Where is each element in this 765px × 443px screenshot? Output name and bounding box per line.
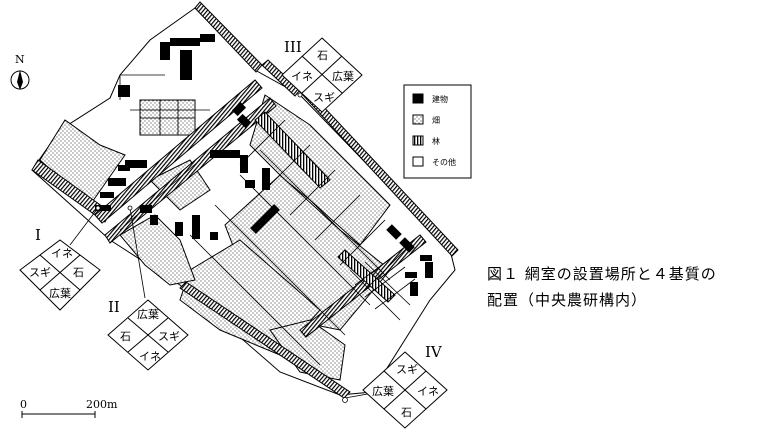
site-I-top: イネ xyxy=(51,247,73,260)
scale-start: 0 xyxy=(20,398,27,411)
caption-line-1: 図１ 網室の設置場所と４基質の xyxy=(487,265,717,283)
legend-swatch-forest xyxy=(412,135,424,146)
scale-end: 200m xyxy=(86,398,118,411)
site-IV-top: スギ xyxy=(396,363,418,376)
site-III-left: イネ xyxy=(291,70,313,83)
site-II-top: 広葉 xyxy=(137,307,159,321)
site-I-right: 石 xyxy=(73,266,84,279)
site-III: III 石 イネ 広葉 スギ xyxy=(281,37,363,113)
legend-label-forest: 林 xyxy=(432,136,440,146)
site-II-label: II xyxy=(108,298,120,316)
site-II: II 広葉 石 スギ イネ xyxy=(107,298,189,371)
site-II-left: 石 xyxy=(120,330,131,343)
site-I-left: スギ xyxy=(29,266,51,279)
legend-swatch-field xyxy=(412,114,424,125)
caption-line-2: 配置（中央農研構内） xyxy=(487,291,648,309)
campus-map xyxy=(31,1,459,403)
site-III-label: III xyxy=(284,38,302,56)
field-grid xyxy=(119,74,416,366)
site-II-bottom: イネ xyxy=(139,350,161,363)
site-III-right: 広葉 xyxy=(332,69,354,83)
site-II-right: スギ xyxy=(158,330,180,343)
forest-south-edge xyxy=(179,281,351,399)
site-III-top: 石 xyxy=(317,49,328,62)
site-I-bottom: 広葉 xyxy=(49,286,71,300)
site-I: I イネ スギ 石 広葉 xyxy=(19,226,101,311)
forest-road-1 xyxy=(94,79,263,224)
figure-caption: 図１ 網室の設置場所と４基質の 配置（中央農研構内） xyxy=(487,261,765,313)
north-label: N xyxy=(15,53,25,66)
site-IV-label: IV xyxy=(425,343,443,361)
site-III-bottom: スギ xyxy=(313,91,335,104)
legend-label-field: 畑 xyxy=(432,116,440,125)
site-IV-bottom: 石 xyxy=(401,406,412,419)
field-north-plots xyxy=(139,99,196,136)
legend-swatch-other xyxy=(412,156,424,167)
scale-bar: 0 200m xyxy=(20,398,118,418)
site-IV-right: イネ xyxy=(417,385,439,398)
site-I-label: I xyxy=(35,226,41,244)
north-arrow: N xyxy=(10,53,30,90)
north-arrow-icon xyxy=(17,70,23,90)
site-IV-left: 広葉 xyxy=(372,384,394,398)
legend: 建物 畑 林 その他 xyxy=(403,84,472,179)
site-IV: IV スギ 広葉 イネ 石 xyxy=(362,343,448,429)
legend-label-building: 建物 xyxy=(432,94,448,104)
legend-swatch-building xyxy=(412,93,424,104)
legend-label-other: その他 xyxy=(432,157,456,167)
buildings xyxy=(95,34,433,296)
